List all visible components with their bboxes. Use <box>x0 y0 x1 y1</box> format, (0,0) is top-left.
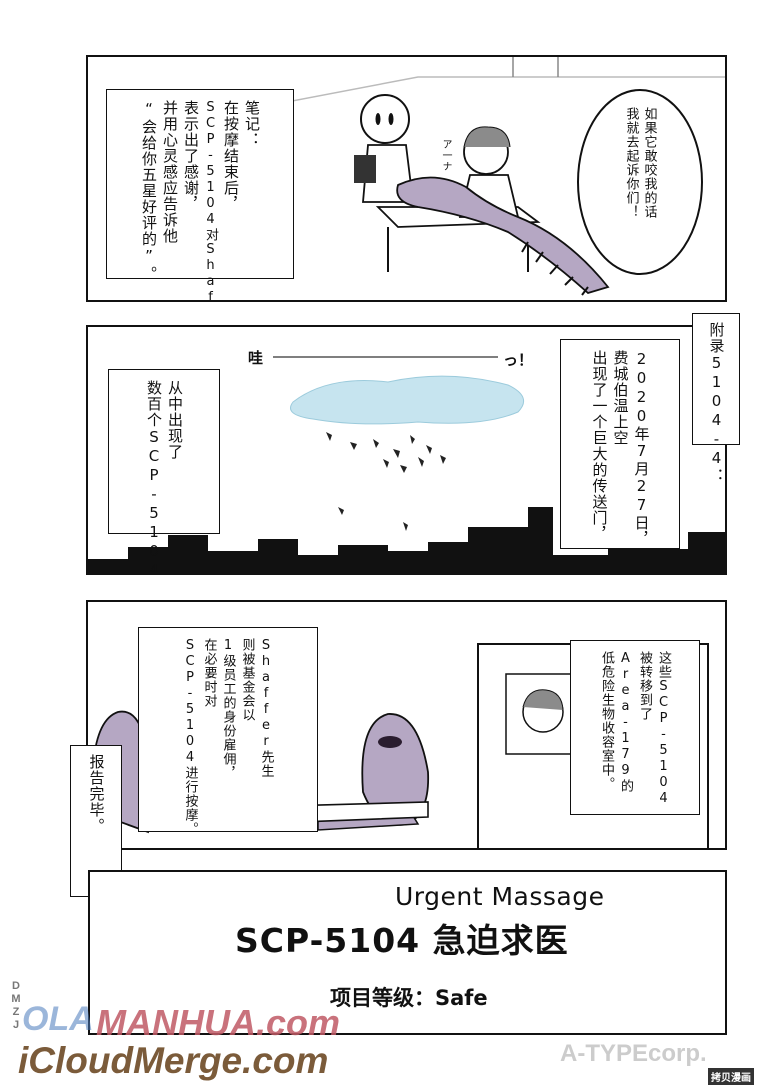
caption-line: SCP-5104对Shaffer先生 <box>203 100 218 302</box>
caption-line: 2020年7月27日， <box>632 350 651 547</box>
english-title: Urgent Massage <box>395 882 605 911</box>
caption-line: 费城伯温上空 <box>611 350 630 446</box>
main-title: SCP-5104 急迫求医 <box>235 921 569 960</box>
caption-line: 在按摩结束后， <box>222 100 240 212</box>
caption-line: Shaffer先生 <box>258 638 274 778</box>
speech-bubble: 如果它敢咬我的话 我就去起诉你们！ <box>608 107 672 267</box>
report-complete-label: 报告完毕。 <box>87 754 106 834</box>
watermark-ola: OLA <box>22 1000 94 1038</box>
caption-appearance: 从中出现了 数百个SCP-5104。 <box>108 369 220 575</box>
caption-line: 表示出了感谢， <box>182 100 200 212</box>
caption-line: 并用心灵感应告诉他 <box>161 100 179 244</box>
watermark-cloudmerge: iCloudMerge.com <box>18 1040 329 1081</box>
caption-line: 笔记： <box>243 100 261 148</box>
panel-1-art <box>207 57 725 296</box>
caption-line: “会给你五星好评的”。 <box>140 100 158 282</box>
caption-line: Area-179的 <box>618 651 633 793</box>
caption-line: 在必要时对 <box>201 638 217 708</box>
caption-line: 从中出现了 <box>166 380 184 460</box>
watermark-manhua: MANHUA.com <box>96 1002 341 1043</box>
stick-figure <box>354 94 415 203</box>
watermark-dmzj: DMZJ <box>10 980 22 1032</box>
caption-line: 1级员工的身份雇佣， <box>220 638 236 780</box>
falling-creatures <box>326 432 446 531</box>
object-class: 项目等级：Safe <box>330 986 488 1010</box>
panel-3: Shaffer先生 则被基金会以 1级员工的身份雇佣， 在必要时对 SCP-51… <box>86 600 727 850</box>
caption-line: 出现了一个巨大的传送门， <box>590 350 609 542</box>
title-block: Urgent Massage SCP-5104 急迫求医 项目等级：Safe <box>88 870 727 1035</box>
caption-line: 被转移到了 <box>637 651 652 721</box>
watermark-atype: A-TYPEcorp. <box>560 1040 707 1067</box>
appendix-tag: 附录5104-4： <box>692 313 740 484</box>
caption-transfer: 这些SCP-5104 被转移到了 Area-179的 低危险生物收容室中。 <box>570 640 700 815</box>
caption-notes: 笔记： 在按摩结束后， SCP-5104对Shaffer先生 表示出了感谢， 并… <box>106 89 294 302</box>
creature-scp-5104 <box>396 176 610 296</box>
caption-line: SCP-5104进行按摩。 <box>182 638 198 836</box>
caption-line: 这些SCP-5104 <box>656 651 671 807</box>
bubble-line: 如果它敢咬我的话 <box>641 107 657 219</box>
panel-2-art <box>88 356 725 573</box>
appendix-label: 附录5104-4： <box>707 322 726 484</box>
sfx-end: っ！ <box>503 351 534 369</box>
panel-2: 哇 っ！ 从中出现了 数百个SCP-5104。 2020年7月27日， 费城伯温… <box>86 325 727 575</box>
caption-line: 数百个SCP-5104。 <box>145 380 163 575</box>
sfx-text: ア一ナ <box>440 139 451 172</box>
caption-line: 则被基金会以 <box>239 638 255 722</box>
city-skyline <box>88 507 725 573</box>
caption-portal-date: 2020年7月27日， 费城伯温上空 出现了一个巨大的传送门， <box>560 339 680 549</box>
panel-1: 笔记： 在按摩结束后， SCP-5104对Shaffer先生 表示出了感谢， 并… <box>86 55 727 302</box>
watermark-corner: 拷贝漫画 <box>708 1068 754 1085</box>
portal-shape <box>290 375 525 425</box>
bubble-line: 我就去起诉你们！ <box>623 107 639 219</box>
sfx-wa: 哇 <box>248 349 264 367</box>
caption-employment: Shaffer先生 则被基金会以 1级员工的身份雇佣， 在必要时对 SCP-51… <box>138 627 318 836</box>
caption-line: 低危险生物收容室中。 <box>599 651 614 791</box>
